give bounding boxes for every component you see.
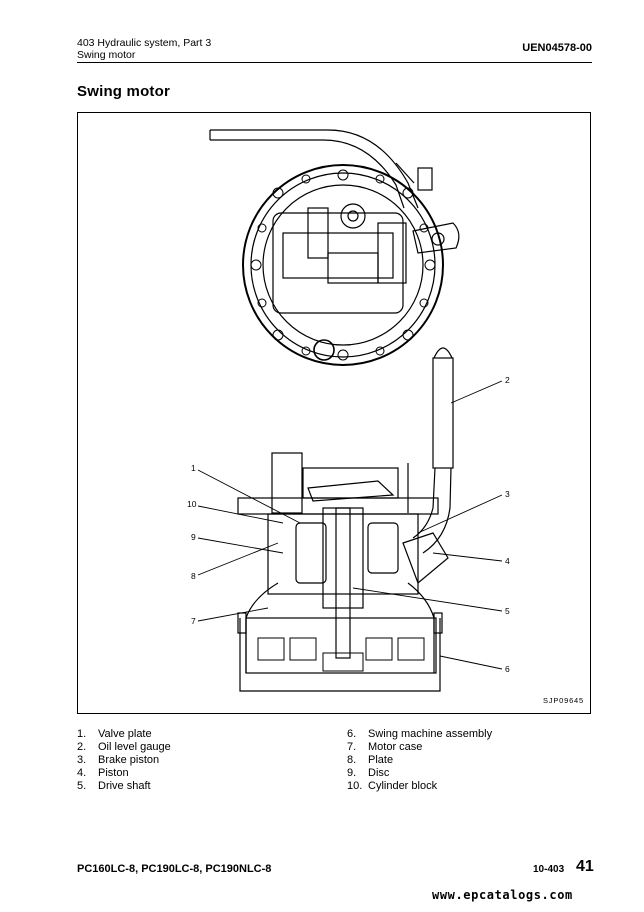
parts-legend-left: 1.Valve plate 2.Oil level gauge 3.Brake … xyxy=(77,728,171,793)
callout-1: 1 xyxy=(191,463,196,473)
figure-code: SJP09645 xyxy=(542,696,584,705)
callout-8: 8 xyxy=(191,571,196,581)
section-title: 403 Hydraulic system, Part 3 xyxy=(77,37,212,49)
legend-item: 9.Disc xyxy=(347,767,390,779)
page-number: 41 xyxy=(576,858,594,875)
page-title: Swing motor xyxy=(77,83,171,100)
legend-item: 10.Cylinder block xyxy=(347,780,438,792)
callout-6: 6 xyxy=(505,664,510,674)
legend-item: 5.Drive shaft xyxy=(77,780,151,792)
footer-models: PC160LC-8, PC190LC-8, PC190NLC-8 xyxy=(77,863,272,875)
legend-item: 2.Oil level gauge xyxy=(77,741,171,753)
document-code: UEN04578-00 xyxy=(522,42,592,54)
parts-legend-right: 6.Swing machine assembly 7.Motor case 8.… xyxy=(347,728,492,793)
legend-item: 8.Plate xyxy=(347,754,394,766)
legend-item: 7.Motor case xyxy=(347,741,423,753)
callout-7: 7 xyxy=(191,616,196,626)
section-header: 403 Hydraulic system, Part 3 Swing motor xyxy=(77,37,211,61)
callout-2: 2 xyxy=(505,375,510,385)
legend-item: 1.Valve plate xyxy=(77,728,152,740)
callout-3: 3 xyxy=(505,489,510,499)
watermark: www.epcatalogs.com xyxy=(432,888,573,902)
callout-10: 10 xyxy=(187,499,197,509)
legend-item: 3.Brake piston xyxy=(77,754,160,766)
footer-section-code: 10-403 xyxy=(533,864,565,875)
callout-9: 9 xyxy=(191,532,196,542)
callout-4: 4 xyxy=(505,556,510,566)
legend-item: 4.Piston xyxy=(77,767,129,779)
header-rule xyxy=(77,62,592,63)
section-subtitle: Swing motor xyxy=(77,49,136,61)
callout-5: 5 xyxy=(505,606,510,616)
legend-item: 6.Swing machine assembly xyxy=(347,728,493,740)
swing-motor-drawing: 1 10 9 8 7 2 3 4 5 6 xyxy=(187,129,510,692)
figure-frame: 1 10 9 8 7 2 3 4 5 6 SJP09645 xyxy=(77,112,591,714)
